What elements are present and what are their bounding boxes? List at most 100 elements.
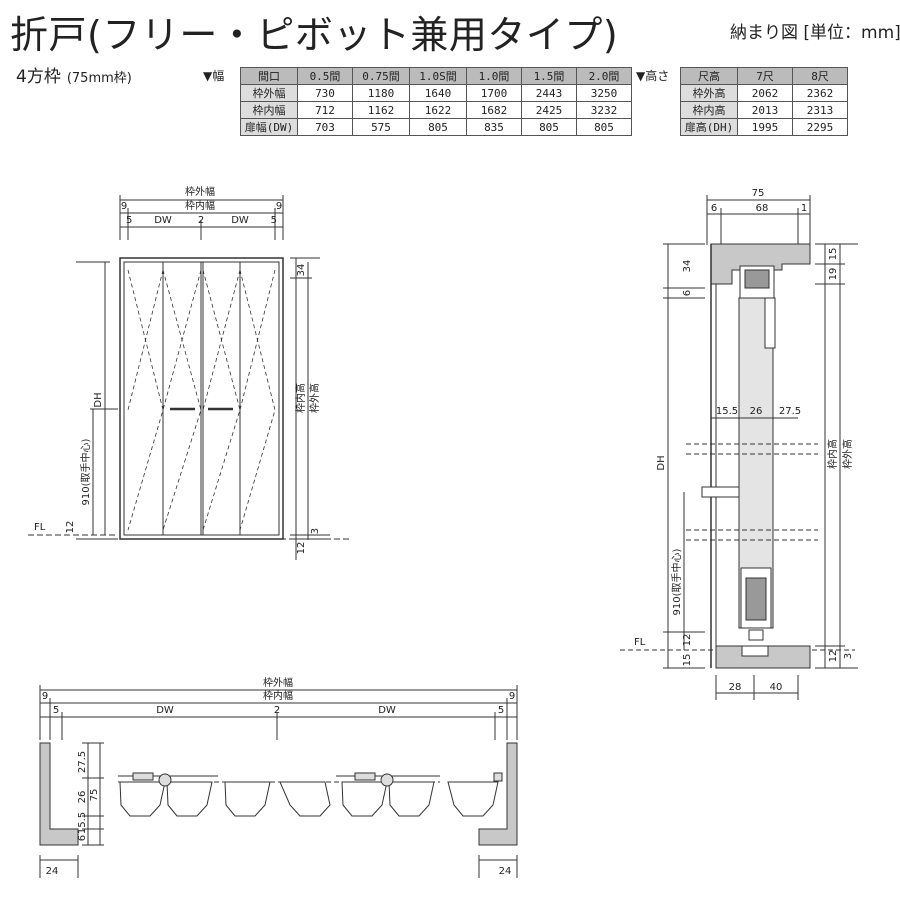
dim-1: 1 xyxy=(801,203,807,214)
dim-dw-left: DW xyxy=(156,705,174,716)
dim-27-5: 27.5 xyxy=(77,751,88,773)
dim-40: 40 xyxy=(770,682,783,693)
dim-right-5: 5 xyxy=(498,705,504,716)
row-header: 扉幅(DW) xyxy=(240,118,298,136)
outer-height-label: 枠外高 xyxy=(308,383,321,413)
dim-68: 68 xyxy=(756,203,769,214)
frame-type: 4方枠 xyxy=(16,67,61,87)
width-col-header: 0.5間 xyxy=(297,67,353,85)
dim-l-12: 12 xyxy=(682,634,693,647)
dim-r-19: 19 xyxy=(828,268,839,281)
dim-26: 26 xyxy=(77,791,88,804)
page-subtitle: 納まり図 [単位：mm] xyxy=(730,23,900,43)
table-row: 扉幅(DW) 703 575 805 835 805 805 xyxy=(240,118,632,136)
height-col-header: 8尺 xyxy=(792,67,848,85)
plan-section xyxy=(39,685,518,878)
table-cell: 575 xyxy=(352,118,410,136)
height-table-header-row: 尺高 7尺 8尺 xyxy=(680,67,848,85)
row-header: 扉高(DH) xyxy=(680,118,738,136)
dim-left-5: 5 xyxy=(126,215,132,226)
vertical-section-labels: 75 6 68 1 34 6 15 19 15.5 26 27.5 DH 枠内高… xyxy=(634,188,854,693)
row-header: 枠外幅 xyxy=(240,84,298,102)
dim-15-5: 15.5 xyxy=(77,812,88,834)
height-col-header: 7尺 xyxy=(737,67,793,85)
table-row: 枠外幅 730 1180 1640 1700 2443 3250 xyxy=(240,84,632,102)
dim-l-34: 34 xyxy=(682,260,693,273)
table-cell: 3232 xyxy=(576,101,632,119)
dim-28: 28 xyxy=(729,682,742,693)
dim-dh: DH xyxy=(656,455,667,470)
page-title: 折戸(フリー・ピボット兼用タイプ) xyxy=(10,13,619,57)
frame-note: (75mm枠) xyxy=(66,71,132,86)
inner-height-label: 枠内高 xyxy=(294,383,307,413)
front-elevation xyxy=(28,195,350,560)
table-cell: 3250 xyxy=(576,84,632,102)
width-col-header: 2.0間 xyxy=(576,67,632,85)
plan-section-labels: 枠外幅 枠内幅 9 9 5 DW 2 DW 5 27.5 26 15.5 6 7… xyxy=(42,676,515,877)
table-cell: 805 xyxy=(521,118,577,136)
height-col-header: 尺高 xyxy=(680,67,738,85)
dim-r-bottom-12: 12 xyxy=(296,542,307,555)
dim-gap-2: 2 xyxy=(198,215,204,226)
dim-left-5: 5 xyxy=(53,705,59,716)
table-row: 扉高(DH) 1995 2295 xyxy=(680,118,848,136)
height-table-label: ▼高さ xyxy=(636,69,670,83)
width-table: 間口 0.5間 0.75間 1.0S間 1.0間 1.5間 2.0間 枠外幅 7… xyxy=(240,67,632,136)
table-cell: 805 xyxy=(409,118,467,136)
dim-75: 75 xyxy=(752,188,765,199)
dim-top-34: 34 xyxy=(296,264,307,277)
dim-27-5: 27.5 xyxy=(779,406,801,417)
outer-width-label: 枠外幅 xyxy=(185,185,215,198)
dim-15-5: 15.5 xyxy=(716,406,738,417)
dim-dw-right: DW xyxy=(231,215,249,226)
dim-r-12: 12 xyxy=(828,650,839,663)
dim-dw-right: DW xyxy=(378,705,396,716)
dim-24-right: 24 xyxy=(499,866,512,877)
row-header: 枠内幅 xyxy=(240,101,298,119)
width-col-header: 1.0間 xyxy=(466,67,522,85)
dim-dh: DH xyxy=(93,392,104,407)
table-cell: 2443 xyxy=(521,84,577,102)
dim-r-3: 3 xyxy=(843,653,854,659)
table-cell: 2013 xyxy=(737,101,793,119)
table-cell: 1995 xyxy=(737,118,793,136)
dim-26: 26 xyxy=(750,406,763,417)
table-cell: 1180 xyxy=(352,84,410,102)
dim-bottom-12: 12 xyxy=(65,521,76,534)
dim-6: 6 xyxy=(711,203,717,214)
dim-handle-center: 910(取手中心) xyxy=(670,548,683,615)
table-cell: 2062 xyxy=(737,84,793,102)
dim-right-9: 9 xyxy=(276,201,282,212)
table-cell: 703 xyxy=(297,118,353,136)
table-cell: 2425 xyxy=(521,101,577,119)
width-col-header: 1.5間 xyxy=(521,67,577,85)
table-cell: 1700 xyxy=(466,84,522,102)
table-row: 枠外高 2062 2362 xyxy=(680,84,848,102)
dim-dw-left: DW xyxy=(154,215,172,226)
width-col-header: 間口 xyxy=(240,67,298,85)
inner-height-label: 枠内高 xyxy=(826,439,839,469)
table-cell: 2295 xyxy=(792,118,848,136)
dim-gap-2: 2 xyxy=(274,705,280,716)
dim-left-9: 9 xyxy=(42,691,48,702)
dim-r-bottom-3: 3 xyxy=(310,528,321,534)
table-row: 枠内幅 712 1162 1622 1682 2425 3232 xyxy=(240,101,632,119)
table-cell: 805 xyxy=(576,118,632,136)
frame-type-label: 4方枠 (75mm枠) xyxy=(16,62,132,87)
dim-24-left: 24 xyxy=(46,866,59,877)
dim-handle-center: 910(取手中心) xyxy=(79,438,92,505)
front-elevation-labels: 枠外幅 枠内幅 9 9 5 DW 2 DW 5 DH 910(取手中心) FL … xyxy=(34,185,321,554)
height-table: 尺高 7尺 8尺 枠外高 2062 2362 枠内高 2013 2313 扉高(… xyxy=(680,67,848,136)
inner-width-label: 枠内幅 xyxy=(185,199,215,212)
dim-75: 75 xyxy=(89,789,100,802)
vertical-section xyxy=(620,195,858,700)
dim-l-15: 15 xyxy=(682,654,693,667)
fl-label: FL xyxy=(34,522,46,533)
fl-label: FL xyxy=(634,637,646,648)
dim-r-15: 15 xyxy=(828,248,839,261)
outer-width-label: 枠外幅 xyxy=(263,676,293,689)
dim-6: 6 xyxy=(77,835,88,841)
width-col-header: 1.0S間 xyxy=(409,67,467,85)
outer-height-label: 枠外高 xyxy=(841,439,854,469)
